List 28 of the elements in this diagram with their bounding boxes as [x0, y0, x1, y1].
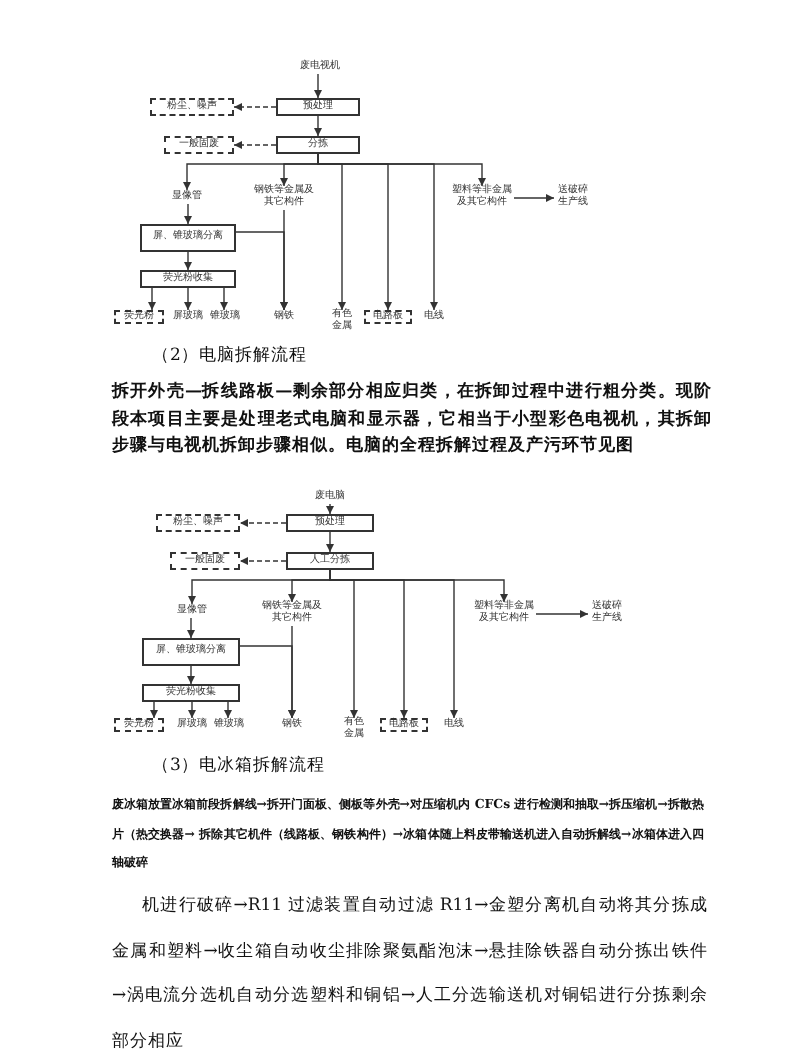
- arrow: [314, 115, 322, 137]
- section-heading: （2）电脑拆解流程: [152, 344, 309, 368]
- arrow: [220, 287, 228, 311]
- arrow: [187, 617, 195, 639]
- dashed-arrow: [239, 519, 287, 527]
- arrow: [184, 251, 192, 271]
- arrow: [314, 73, 322, 99]
- arrow: [224, 701, 232, 719]
- arrow: [326, 531, 334, 553]
- arrow: [184, 287, 192, 311]
- arrow: [280, 209, 288, 311]
- arrow: [329, 569, 508, 603]
- arrow: [148, 287, 156, 311]
- arrow: [188, 701, 196, 719]
- paragraph: 机进行破碎→R11 过滤装置自动过滤 R11→金塑分离机自动将其分拣成金属和塑料→收尘箱自动收尘排除聚氨酯泡沫→悬挂除铁器自动分拣出铁件→涡电流分选机自动分选塑料和铜铝→人工分选输送机对铜铝进行分拣剩余部分相应: [112, 893, 708, 1055]
- arrow: [150, 701, 158, 719]
- dashed-arrow: [233, 103, 277, 111]
- arrow: [317, 153, 486, 187]
- arrow: [288, 625, 296, 719]
- arrow: [187, 665, 195, 685]
- arrow: [184, 203, 192, 225]
- dashed-arrow: [233, 141, 277, 149]
- arrow: [535, 610, 589, 618]
- arrow: [326, 503, 334, 515]
- paragraph: 拆开外壳—拆线路板—剩余部分相应归类，在拆卸过程中进行粗分类。现阶段本项目主要是处理老式电脑和显示器，它相当于小型彩色电视机，其拆卸步骤与电视机拆卸步骤相似。电脑的全程拆解过程及产污环节见图: [112, 380, 712, 461]
- arrow: [513, 194, 555, 202]
- dashed-arrow: [239, 557, 287, 565]
- section-heading: （3）电冰箱拆解流程: [152, 754, 327, 778]
